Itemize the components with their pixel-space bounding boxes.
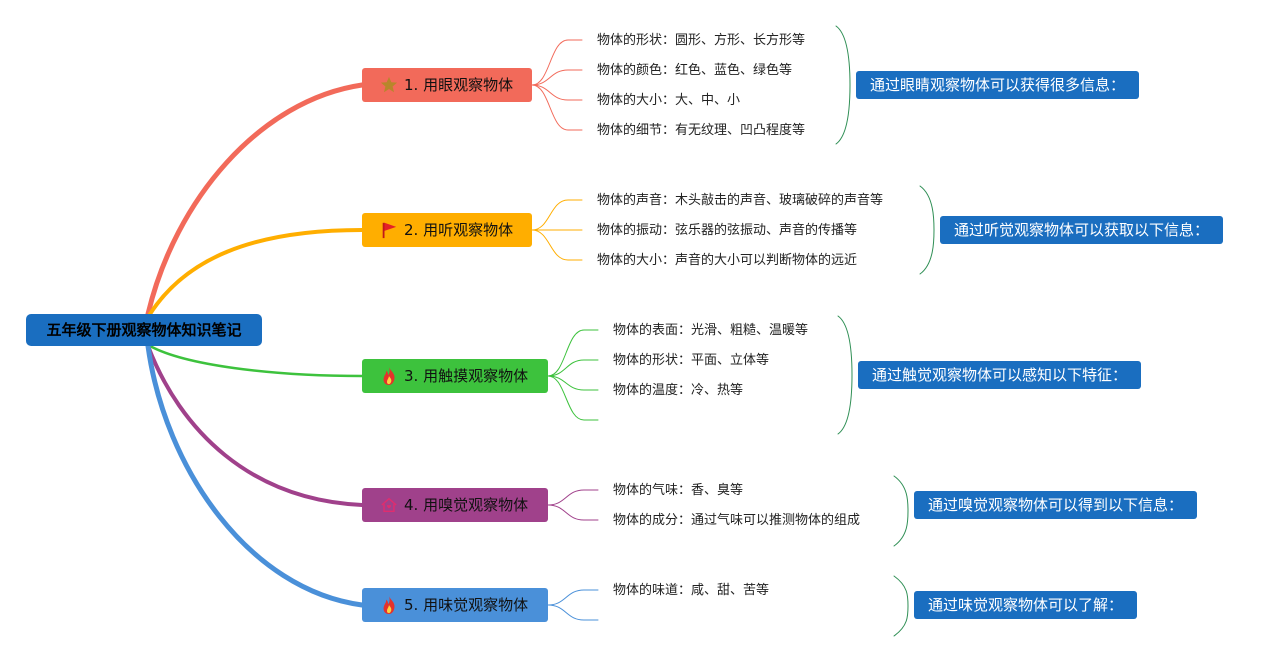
flag-icon (378, 219, 400, 241)
trunk-eye (145, 82, 365, 317)
fire-icon (378, 365, 400, 387)
topic-touch-label: 3. 用触摸观察物体 (404, 367, 529, 385)
topic-taste-label: 5. 用味觉观察物体 (404, 596, 529, 614)
summary-bracket (893, 575, 909, 637)
smell-connector-1 (547, 489, 599, 506)
root-topic-label: 五年级下册观察物体知识笔记 (46, 321, 242, 339)
topic-hearing[interactable]: 2. 用听观察物体 (362, 213, 532, 247)
smell-connector-2 (547, 504, 599, 521)
topic-smell-label: 4. 用嗅觉观察物体 (404, 496, 529, 514)
root-topic[interactable]: 五年级下册观察物体知识笔记 (26, 314, 262, 346)
hearing-connector-3 (531, 229, 583, 261)
topic-hearing-label: 2. 用听观察物体 (404, 221, 514, 239)
leaf-hearing-1: 物体的声音：木头敲击的声音、玻璃破碎的声音等 (597, 193, 884, 208)
summary-bracket (837, 315, 853, 435)
trunk-touch (148, 344, 364, 378)
summary-smell[interactable]: 通过嗅觉观察物体可以得到以下信息： (914, 491, 1198, 519)
trunk-smell (146, 344, 364, 507)
summary-touch[interactable]: 通过触觉观察物体可以感知以下特征： (858, 361, 1142, 389)
topic-eye-label: 1. 用眼观察物体 (404, 76, 514, 94)
summary-eye[interactable]: 通过眼睛观察物体可以获得很多信息： (856, 71, 1140, 99)
summary-hearing[interactable]: 通过听觉观察物体可以获取以下信息： (940, 216, 1224, 244)
summary-bracket (919, 185, 935, 275)
leaf-taste-1: 物体的味道：咸、甜、苦等 (613, 583, 770, 598)
eye-connector-3 (531, 84, 583, 101)
trunk-hearing (148, 228, 364, 316)
house-icon (378, 494, 400, 516)
topic-eye[interactable]: 1. 用眼观察物体 (362, 68, 532, 102)
topic-touch[interactable]: 3. 用触摸观察物体 (362, 359, 548, 393)
summary-taste[interactable]: 通过味觉观察物体可以了解： (914, 591, 1138, 619)
leaf-hearing-3: 物体的大小：声音的大小可以判断物体的远近 (597, 253, 858, 268)
touch-connector-2 (547, 359, 599, 377)
touch-connector-4 (547, 375, 599, 421)
leaf-touch-2: 物体的形状：平面、立体等 (613, 353, 770, 368)
leaf-touch-1: 物体的表面：光滑、粗糙、温暖等 (613, 323, 809, 338)
leaf-eye-1: 物体的形状：圆形、方形、长方形等 (597, 33, 806, 48)
taste-connector-2 (547, 604, 599, 621)
hearing-connector-1 (531, 199, 583, 231)
summary-bracket (893, 475, 909, 547)
leaf-smell-2: 物体的成分：通过气味可以推测物体的组成 (613, 513, 861, 528)
leaf-eye-2: 物体的颜色：红色、蓝色、绿色等 (597, 63, 793, 78)
leaf-smell-1: 物体的气味：香、臭等 (613, 483, 744, 498)
taste-connector-1 (547, 589, 599, 606)
eye-connector-2 (531, 69, 583, 86)
leaf-eye-4: 物体的细节：有无纹理、凹凸程度等 (597, 123, 806, 138)
leaf-touch-3: 物体的温度：冷、热等 (613, 383, 744, 398)
topic-taste[interactable]: 5. 用味觉观察物体 (362, 588, 548, 622)
touch-connector-3 (547, 375, 599, 391)
leaf-eye-3: 物体的大小：大、中、小 (597, 93, 741, 108)
eye-connector-1 (531, 39, 583, 86)
topic-smell[interactable]: 4. 用嗅觉观察物体 (362, 488, 548, 522)
leaf-hearing-2: 物体的振动：弦乐器的弦振动、声音的传播等 (597, 223, 858, 238)
eye-connector-4 (531, 84, 583, 131)
summary-bracket (835, 25, 851, 145)
touch-connector-1 (547, 329, 599, 377)
trunk-taste (145, 343, 365, 608)
fire-icon (378, 594, 400, 616)
star-icon (378, 74, 400, 96)
